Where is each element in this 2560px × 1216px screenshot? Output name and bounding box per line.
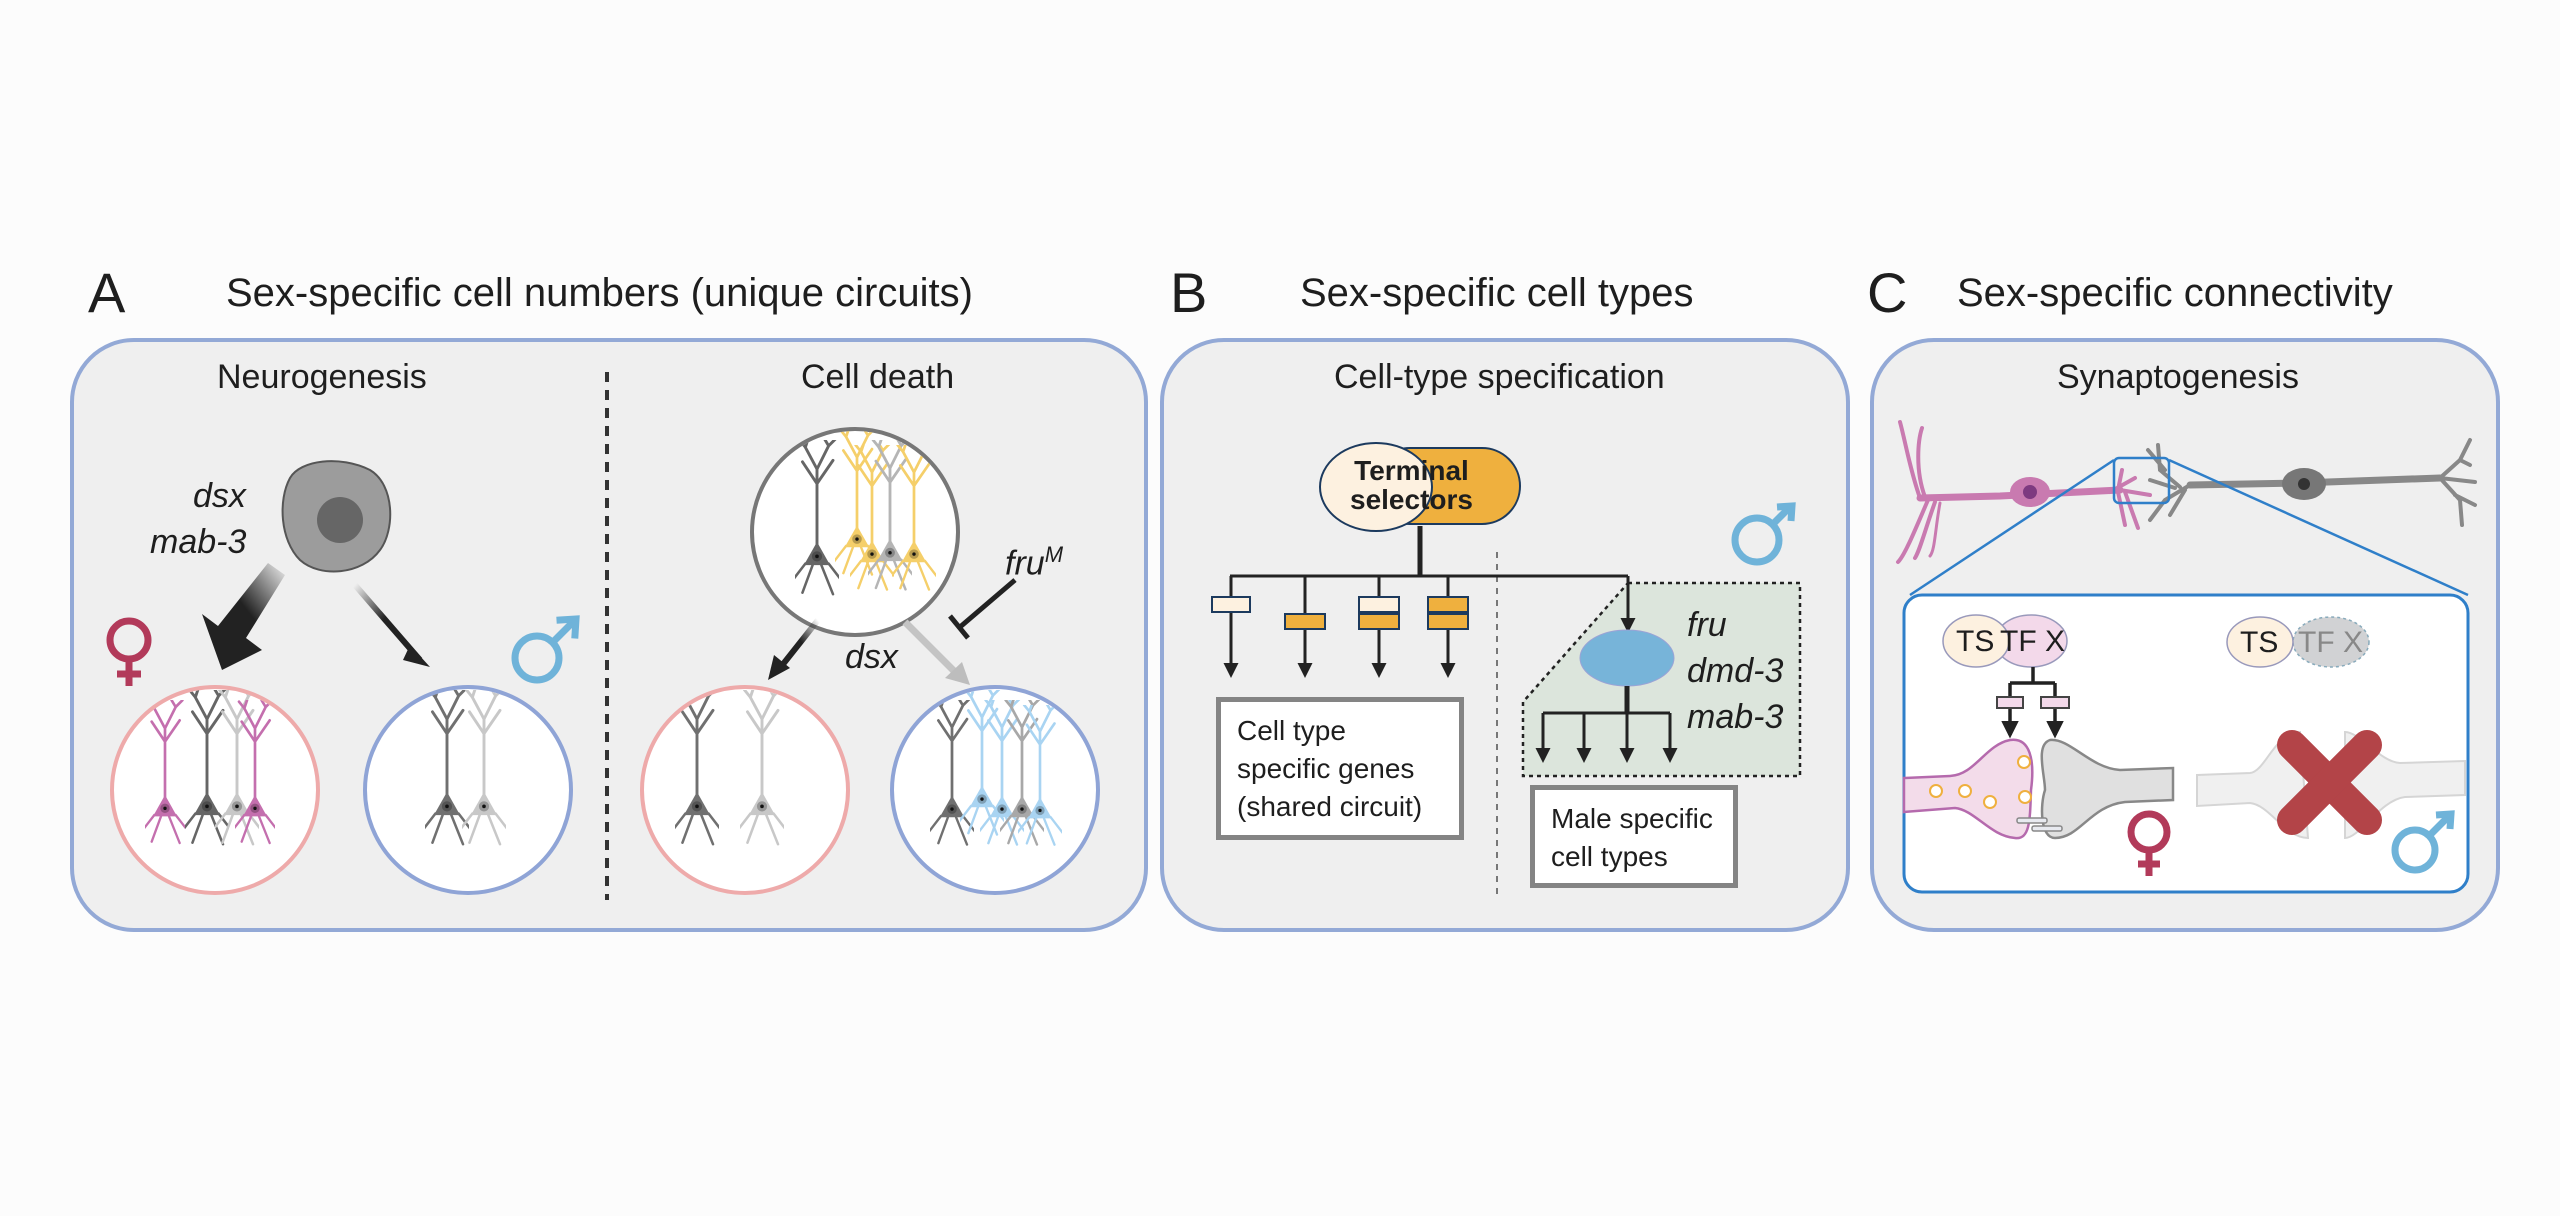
- shared-box-line-3: (shared circuit): [1237, 790, 1423, 822]
- ts-male-icon: [2226, 616, 2294, 668]
- precursor-neuron-circle: [750, 427, 960, 637]
- male-genes: fru dmd-3 mab-3: [1687, 602, 1783, 741]
- panel-a-title: Sex-specific cell numbers (unique circui…: [226, 271, 973, 315]
- ts-label-female: TS: [1956, 625, 1995, 658]
- gene-fru-b: fru: [1687, 606, 1727, 644]
- terminal-selectors-icon: [1319, 442, 1521, 532]
- panel-b-letter: B: [1170, 261, 1208, 324]
- panel-c-letter: C: [1867, 261, 1908, 324]
- male-symbol-icon: [511, 615, 580, 684]
- zoom-line-left: [1909, 458, 2115, 597]
- shared-circuit-box: Cell type specific genes (shared circuit…: [1216, 697, 1464, 840]
- male-symbol-c-icon: [2391, 810, 2455, 874]
- female-symbol-icon: [106, 617, 152, 686]
- panel-b-title: Sex-specific cell types: [1300, 271, 1694, 315]
- cell-death-female-circle: [640, 685, 850, 895]
- gene-dmd-3: dmd-3: [1687, 652, 1784, 691]
- terminal-selectors-line-1: Terminal: [1354, 455, 1469, 486]
- terminal-selectors-line-2: selectors: [1350, 484, 1473, 516]
- male-specific-region: [1521, 581, 1802, 778]
- gene-fru-m: fruM: [1005, 540, 1063, 587]
- gene-mab-3-b: mab-3: [1687, 698, 1784, 737]
- panel-c-title: Sex-specific connectivity: [1957, 271, 2393, 315]
- cell-type-specification-label: Cell-type specification: [1334, 358, 1665, 396]
- shared-box-line-2: specific genes: [1237, 752, 1415, 784]
- synaptogenesis-label: Synaptogenesis: [2057, 358, 2299, 396]
- presynaptic-neuron-icon: [1896, 420, 2152, 564]
- no-synapse-cross-icon: [2277, 730, 2382, 835]
- synaptic-vesicles: [1929, 755, 2032, 809]
- tfx-label-male: TF X: [2298, 626, 2363, 659]
- male-neuron-circle: [363, 685, 573, 895]
- neurogenesis-label: Neurogenesis: [217, 358, 427, 396]
- cell-death-male-circle: [890, 685, 1100, 895]
- postsynaptic-neuron-icon: [2146, 438, 2477, 527]
- ts-label-male: TS: [2240, 626, 2279, 659]
- female-neuron-circle: [110, 685, 320, 895]
- ts-icon: [1942, 614, 2010, 668]
- male-specific-box: Male specific cell types: [1530, 785, 1738, 888]
- small-arrow-male-icon: [352, 583, 430, 667]
- gene-fru-text: fru: [1005, 544, 1045, 583]
- tfx-absent-icon: [2292, 616, 2370, 668]
- tfx-label-female: TF X: [2000, 625, 2065, 658]
- male-tree-icon: [1535, 686, 1678, 763]
- zoom-line-right: [2168, 458, 2469, 597]
- progenitor-cell-icon: [281, 460, 392, 573]
- panel-a-letter: A: [88, 261, 126, 324]
- female-symbol-c-icon: [2127, 810, 2171, 876]
- male-symbol-b-icon: [1731, 502, 1796, 566]
- gene-blocks: [1211, 596, 1469, 630]
- gene-fru-superscript: M: [1044, 542, 1064, 567]
- inhibition-bar-icon: [948, 578, 1017, 640]
- postsynaptic-terminal: [2040, 738, 2175, 840]
- shared-box-line-1: Cell type: [1237, 715, 1346, 746]
- terminal-selectors-label: Terminal selectors: [1350, 456, 1473, 515]
- gene-mab-3: mab-3: [150, 523, 247, 561]
- male-box-line-1: Male specific: [1551, 803, 1713, 834]
- cell-death-label: Cell death: [801, 358, 955, 396]
- male-box-line-2: cell types: [1551, 840, 1668, 872]
- gene-dsx-cell-death: dsx: [845, 638, 898, 676]
- gray-arrow-to-male-icon: [902, 619, 970, 685]
- gene-dsx: dsx: [193, 477, 246, 515]
- male-tf-icon: [1579, 629, 1675, 687]
- zoom-region-box: [2112, 456, 2171, 505]
- arrow-to-female-icon: [768, 618, 821, 680]
- big-arrow-female-icon: [202, 563, 285, 670]
